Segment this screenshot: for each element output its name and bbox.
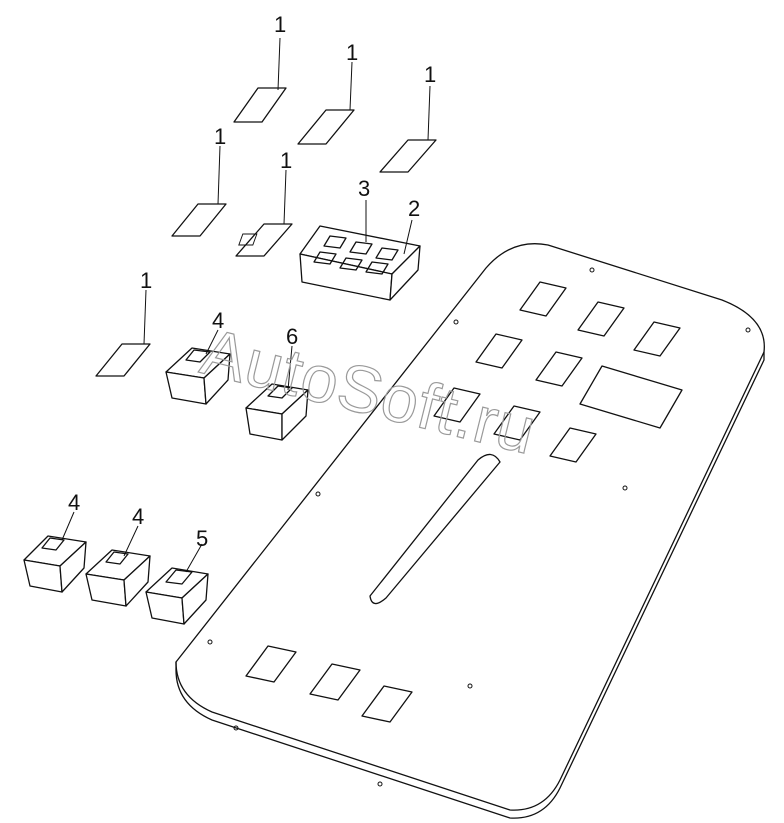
rocker-switch-4a — [165, 347, 231, 405]
label-1c: 1 — [424, 62, 436, 87]
rocker-switch-5 — [145, 567, 209, 625]
label-4c: 4 — [132, 504, 144, 529]
panel-cutouts — [245, 281, 683, 723]
label-1b: 1 — [346, 40, 358, 65]
gear-slot — [369, 453, 501, 605]
label-2: 2 — [408, 196, 420, 221]
label-6: 6 — [286, 324, 298, 349]
rocker-switch-4c — [85, 549, 151, 607]
rocker-switch-4b — [23, 535, 87, 593]
label-1a: 1 — [274, 12, 286, 37]
mounting-holes — [207, 267, 751, 787]
block-switches — [238, 233, 399, 275]
rocker-switch-6 — [245, 383, 309, 441]
leader-lines — [61, 37, 431, 573]
callout-labels: 1 1 1 1 1 1 3 2 4 6 4 4 5 — [68, 12, 436, 551]
label-4a: 4 — [212, 308, 224, 333]
label-1f: 1 — [140, 268, 152, 293]
label-1e: 1 — [280, 148, 292, 173]
label-5: 5 — [196, 526, 208, 551]
label-1d: 1 — [214, 124, 226, 149]
panel-plate — [175, 243, 765, 819]
switch-block — [238, 225, 421, 301]
label-3: 3 — [358, 176, 370, 201]
label-4b: 4 — [68, 490, 80, 515]
